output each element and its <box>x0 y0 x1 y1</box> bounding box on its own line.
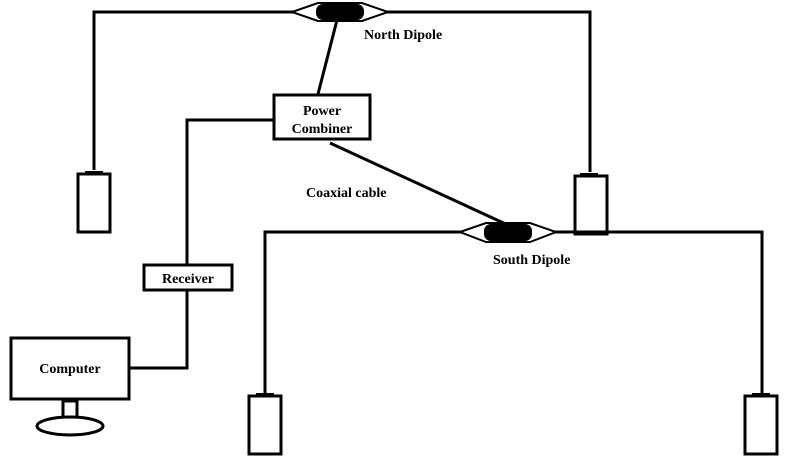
north-dipole-wires <box>92 10 592 172</box>
computer-monitor: Computer <box>9 336 131 401</box>
receiver-box: Receiver <box>142 263 234 292</box>
power-combiner-label-line2: Combiner <box>292 122 353 137</box>
receiver-to-computer-cable <box>130 290 189 370</box>
south-dipole-label: South Dipole <box>493 253 570 268</box>
south-dipole-element <box>457 222 559 243</box>
south-right-mast <box>743 393 779 456</box>
computer-label: Computer <box>39 362 100 377</box>
power-combiner-box: Power Combiner <box>272 93 372 141</box>
coaxial-cable-line <box>329 141 511 228</box>
north-left-mast <box>76 171 112 234</box>
south-dipole-wires <box>263 230 764 393</box>
north-feed-line <box>316 19 339 95</box>
north-dipole-element <box>288 2 392 22</box>
computer-stand <box>35 399 105 437</box>
north-right-mast <box>573 173 609 236</box>
coaxial-cable-label: Coaxial cable <box>306 186 387 201</box>
combiner-to-receiver-cable <box>185 118 274 264</box>
power-combiner-label-line1: Power <box>303 104 341 119</box>
north-dipole-label: North Dipole <box>364 28 442 43</box>
south-left-mast <box>247 393 283 456</box>
receiver-label: Receiver <box>162 272 214 287</box>
